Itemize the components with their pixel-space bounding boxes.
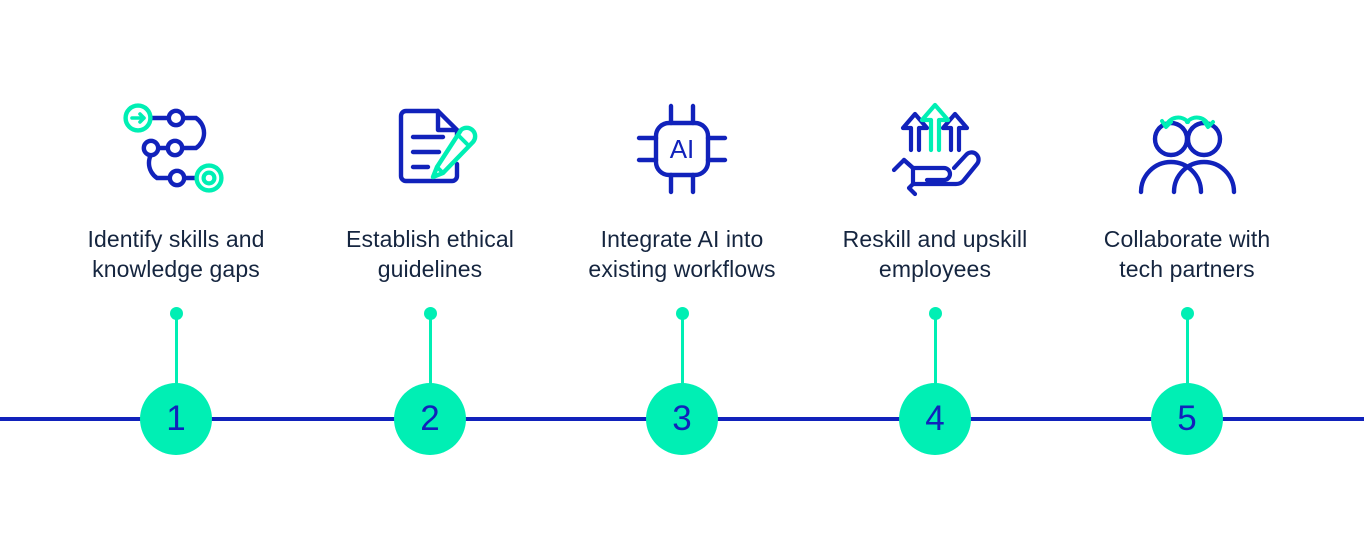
- connector-stem: [680, 313, 684, 385]
- document-pencil-icon: [375, 98, 485, 198]
- step-number-badge[interactable]: 2: [394, 383, 466, 455]
- timeline-step-1[interactable]: Identify skills and knowledge gaps 1: [61, 0, 291, 543]
- step-label: Collaborate with tech partners: [1103, 226, 1271, 282]
- ai-chip-icon: AI: [627, 98, 737, 198]
- step-number-badge[interactable]: 1: [140, 383, 212, 455]
- connector-stem: [1185, 313, 1189, 385]
- step-label: Integrate AI into existing workflows: [588, 226, 776, 282]
- timeline-step-4[interactable]: Reskill and upskill employees 4: [820, 0, 1050, 543]
- connector-stem: [174, 313, 178, 385]
- timeline-step-3[interactable]: AI Integrate AI into existing workflows …: [567, 0, 797, 543]
- connector-stem: [933, 313, 937, 385]
- winding-path-icon: [121, 98, 231, 198]
- timeline-step-5[interactable]: Collaborate with tech partners 5: [1072, 0, 1302, 543]
- chip-ai-text: AI: [670, 134, 695, 164]
- step-number-badge[interactable]: 5: [1151, 383, 1223, 455]
- step-label: Reskill and upskill employees: [842, 226, 1028, 282]
- step-label: Establish ethical guidelines: [346, 226, 514, 282]
- step-number-badge[interactable]: 3: [646, 383, 718, 455]
- connector-stem: [428, 313, 432, 385]
- step-number-badge[interactable]: 4: [899, 383, 971, 455]
- two-people-exchange-icon: [1132, 98, 1242, 198]
- hand-rising-arrows-icon: [880, 98, 990, 198]
- timeline-step-2[interactable]: Establish ethical guidelines 2: [315, 0, 545, 543]
- step-label: Identify skills and knowledge gaps: [87, 226, 265, 282]
